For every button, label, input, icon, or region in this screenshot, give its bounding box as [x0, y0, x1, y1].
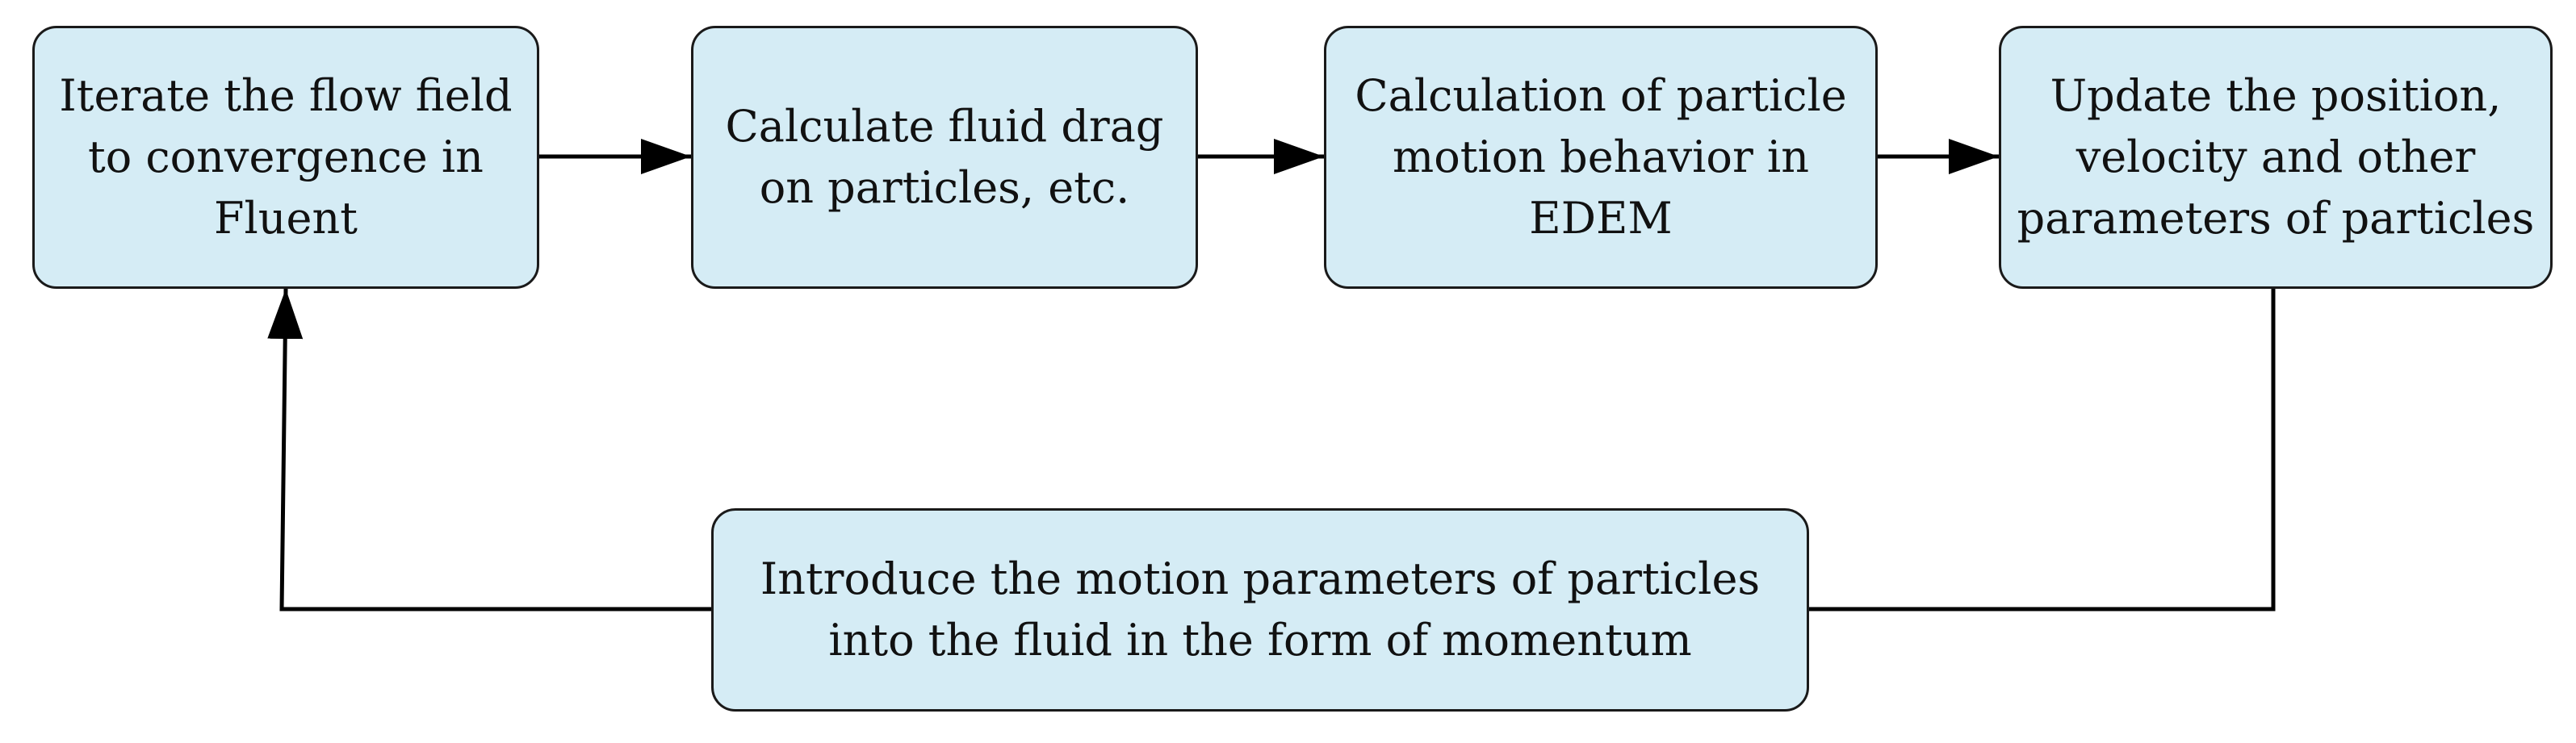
node-update-particles-label: Update the position, velocity and other … — [2017, 70, 2535, 244]
arrow-momentum-to-iterate — [267, 288, 711, 612]
node-iterate-flow-field: Iterate the flow field to convergence in… — [32, 26, 539, 289]
node-calculate-drag: Calculate fluid drag on particles, etc. — [691, 26, 1198, 289]
connector-update-to-momentum — [1809, 289, 2276, 612]
node-introduce-momentum-label: Introduce the motion parameters of parti… — [760, 553, 1761, 666]
node-introduce-momentum: Introduce the motion parameters of parti… — [711, 508, 1809, 712]
node-iterate-flow-field-label: Iterate the flow field to convergence in… — [59, 70, 513, 244]
node-update-particles: Update the position, velocity and other … — [1999, 26, 2553, 289]
node-calculate-drag-label: Calculate fluid drag on particles, etc. — [725, 101, 1164, 213]
node-particle-motion-edem-label: Calculation of particle motion behavior … — [1355, 70, 1847, 244]
node-particle-motion-edem: Calculation of particle motion behavior … — [1324, 26, 1878, 289]
